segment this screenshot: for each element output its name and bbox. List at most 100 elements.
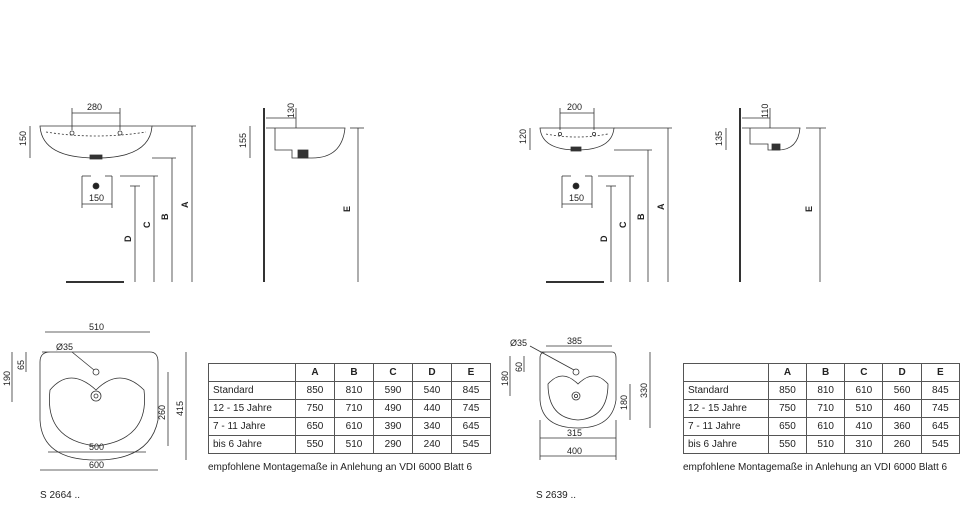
cell: 410: [844, 417, 884, 436]
header-cell: A: [767, 363, 808, 382]
cell: 810: [334, 381, 374, 400]
left-dim-hole: Ø35: [56, 342, 73, 352]
header-cell: E: [920, 363, 960, 382]
left-plan-view: 510 Ø35 65 190 260 415 500 600: [2, 322, 187, 471]
header-cell: E: [451, 363, 491, 382]
table-header-row: A B C D E: [683, 363, 960, 382]
right-dim-200: 200: [567, 102, 582, 112]
cell: 240: [412, 435, 452, 454]
cell: 510: [806, 435, 846, 454]
left-dim-190: 190: [2, 371, 12, 386]
cell: 510: [334, 435, 374, 454]
left-dim-130: 130: [286, 103, 296, 118]
cell: 650: [295, 417, 335, 436]
cell: 845: [451, 381, 491, 400]
cell: 810: [806, 381, 846, 400]
left-dim-65: 65: [16, 360, 26, 370]
header-cell: B: [334, 363, 374, 382]
left-dim-280: 280: [87, 102, 102, 112]
cell: 710: [806, 399, 846, 418]
right-label-d: D: [599, 235, 609, 242]
left-dim-155: 155: [238, 133, 248, 148]
cell: 545: [920, 435, 960, 454]
cell: 490: [373, 399, 413, 418]
left-dim-415: 415: [175, 401, 185, 416]
left-label-c: C: [142, 221, 152, 228]
cell: 310: [844, 435, 884, 454]
cell: 340: [412, 417, 452, 436]
left-label-d: D: [123, 235, 133, 242]
right-dim-385: 385: [567, 336, 582, 346]
left-label-a: A: [180, 201, 190, 208]
header-cell: [683, 363, 769, 382]
table-header-row: A B C D E: [208, 363, 491, 382]
right-dim-330: 330: [639, 383, 649, 398]
cell: 645: [451, 417, 491, 436]
cell: 850: [295, 381, 335, 400]
left-dim-150-height: 150: [18, 131, 28, 146]
right-label-e: E: [804, 206, 814, 212]
right-model-number: S 2639 ..: [536, 490, 577, 501]
right-dim-180-right: 180: [619, 395, 629, 410]
cell: 12 - 15 Jahre: [683, 399, 769, 418]
cell: 360: [882, 417, 922, 436]
left-label-e: E: [342, 206, 352, 212]
cell: 550: [767, 435, 808, 454]
left-table-note: empfohlene Montagemaße in Anlehung an VD…: [208, 462, 473, 473]
cell: 590: [373, 381, 413, 400]
left-model-number: S 2664 ..: [40, 490, 81, 501]
cell: 290: [373, 435, 413, 454]
header-cell: C: [844, 363, 884, 382]
left-dim-260: 260: [157, 405, 167, 420]
cell: 440: [412, 399, 452, 418]
cell: 745: [451, 399, 491, 418]
cell: Standard: [683, 381, 769, 400]
right-table-note: empfohlene Montagemaße in Anlehung an VD…: [683, 462, 948, 473]
cell: 750: [295, 399, 335, 418]
cell: bis 6 Jahre: [683, 435, 769, 454]
right-dim-315: 315: [567, 428, 582, 438]
header-cell: C: [373, 363, 413, 382]
cell: 745: [920, 399, 960, 418]
right-dim-60: 60: [514, 362, 524, 372]
right-front-view: 200 120 150 D C B A: [518, 102, 672, 283]
cell: 550: [295, 435, 335, 454]
right-dim-400: 400: [567, 446, 582, 456]
cell: 850: [767, 381, 808, 400]
right-dim-180-left: 180: [500, 371, 510, 386]
left-label-b: B: [160, 213, 170, 220]
cell: 845: [920, 381, 960, 400]
left-side-view: 130 155 E: [238, 103, 364, 282]
left-front-view: 280 150 150 D C B A: [18, 102, 196, 283]
right-dim-150-waste: 150: [569, 193, 584, 203]
right-dim-135: 135: [714, 131, 724, 146]
right-label-c: C: [618, 221, 628, 228]
cell: 710: [334, 399, 374, 418]
cell: 560: [882, 381, 922, 400]
cell: 510: [844, 399, 884, 418]
cell: 650: [767, 417, 808, 436]
cell: 610: [844, 381, 884, 400]
left-dim-600: 600: [89, 460, 104, 470]
header-cell: D: [412, 363, 452, 382]
cell: 260: [882, 435, 922, 454]
cell: 610: [334, 417, 374, 436]
cell: 390: [373, 417, 413, 436]
right-plan-view: 385 Ø35 60 180 180 330 315 400: [500, 336, 651, 460]
cell: 460: [882, 399, 922, 418]
left-dim-510: 510: [89, 322, 104, 332]
cell: 12 - 15 Jahre: [208, 399, 296, 418]
cell: 7 - 11 Jahre: [208, 417, 296, 436]
cell: Standard: [208, 381, 296, 400]
cell: 545: [451, 435, 491, 454]
right-dim-hole: Ø35: [510, 338, 527, 348]
